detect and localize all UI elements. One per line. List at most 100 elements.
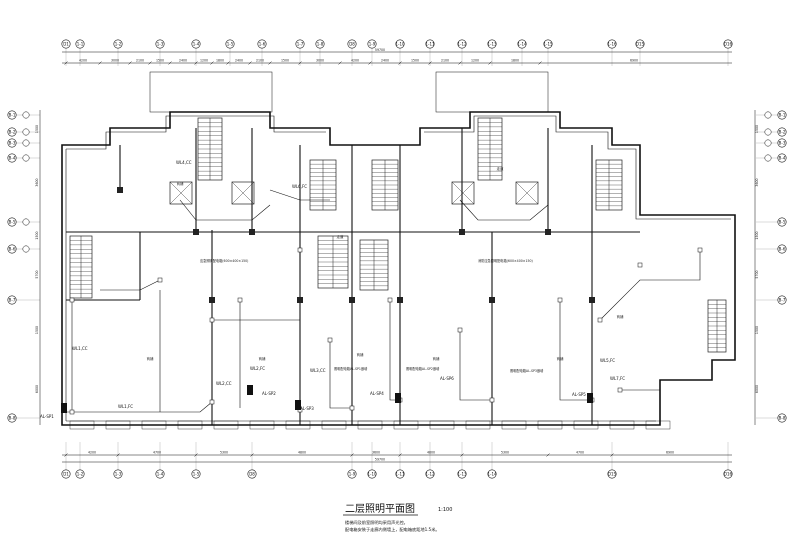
axis-top-20-circle: [723, 39, 733, 49]
room-label-3: 商铺: [357, 352, 364, 357]
axis-right-4-circle: [777, 153, 787, 163]
circuit-run-11: [599, 250, 701, 321]
dim-top-1: 4200: [79, 59, 87, 63]
axis-top-11-label: 1-9: [369, 41, 376, 46]
elevator-3: [451, 181, 475, 205]
axis-left-8-label: B-8: [9, 415, 16, 420]
dim-top-18: 6900: [630, 59, 638, 63]
dim-bottom-3: 5300: [220, 451, 228, 455]
dim-top-tick-16: [458, 61, 462, 65]
dim-top-12: 4200: [351, 59, 359, 63]
facade-window-214: [213, 420, 239, 430]
dim-bottom-7: 5300: [501, 451, 509, 455]
axis-bottom-3-label: 1-3: [115, 471, 122, 476]
circuit-label-10: AL-SP1: [40, 414, 54, 419]
axis-top-13-circle: [425, 39, 435, 49]
elevator-1-cross-b: [169, 181, 193, 205]
axis-left-2-label: B-2: [9, 129, 16, 134]
drawing-note-2: 配电箱安装于走廊内侧墙上，配电箱底距地1.5米。: [345, 526, 440, 533]
axis-right-4-label: B-4: [779, 155, 786, 160]
axis-left-6-circle: [7, 244, 17, 254]
circuit-label-6: WL2,FC: [250, 366, 265, 371]
circuit-run-15: [100, 279, 161, 291]
axis-bottom-10-circle: [425, 469, 435, 479]
elevator-4: [515, 181, 539, 205]
facade-window-646: [645, 420, 671, 430]
axis-top-5-label: 1-4: [193, 41, 200, 46]
axis-bottom-5-label: 1-5: [193, 471, 200, 476]
axis-top-19-circle: [635, 39, 645, 49]
circuit-label-12: AL-SP3: [300, 406, 314, 411]
axis-bottom-14-circle: [723, 469, 733, 479]
light-fixture-2: [157, 277, 163, 283]
room-and-circuit-labels: 商铺商铺商铺商铺商铺商铺商铺走道走道WL1,CCWL2,CCWL3,CCWL4,…: [40, 160, 625, 419]
distribution-panel-4: [587, 393, 593, 403]
distribution-panel-2: [295, 400, 301, 410]
axis-bottom-10-label: 1-12: [425, 471, 435, 476]
axis-left-inner-3: [22, 139, 30, 147]
axis-right-7-circle: [777, 295, 787, 305]
dim-bottom-8: 4700: [576, 451, 584, 455]
axis-left-6-label: B-6: [9, 246, 16, 251]
dim-top-6: 1200: [200, 59, 208, 63]
axis-bottom-6-circle: [247, 469, 257, 479]
dim-left-5: 1500: [35, 326, 39, 334]
axis-bottom-13-label: D15: [608, 471, 617, 476]
dim-top-tick-3: [128, 61, 132, 65]
dim-top-8: 2400: [235, 59, 243, 63]
axis-bottom-8-label: 1-10: [367, 471, 377, 476]
circuit-run-14: [459, 199, 549, 221]
axis-bottom-2-label: 1-2: [77, 471, 84, 476]
axis-left-inner-4: [22, 154, 30, 162]
axis-left-1-label: B-1: [9, 112, 16, 117]
panel-note-1: 照明配电箱AL-SP1嵌墙: [334, 366, 368, 371]
circuit-label-14: AL-SP5: [572, 392, 586, 397]
room-label-8: 走道: [337, 234, 344, 239]
dim-bottom-6: 4800: [427, 451, 435, 455]
dim-top-tick-14: [398, 61, 402, 65]
room-label-5: 商铺: [557, 356, 564, 361]
axis-right-inner-1: [764, 111, 772, 119]
axis-top-4-label: 1-3: [157, 41, 164, 46]
axis-right-inner-3: [764, 139, 772, 147]
dim-top-tick-12: [338, 61, 342, 65]
panel-note-3: 照明配电箱AL-SP3嵌墙: [510, 368, 544, 373]
axis-bottom-7-circle: [347, 469, 357, 479]
distribution-panel-1: [61, 403, 67, 413]
dim-bottom-tick-9: [610, 453, 614, 457]
column-6: [397, 297, 403, 303]
axis-bottom-11-circle: [457, 469, 467, 479]
dim-top-tick-9: [248, 61, 252, 65]
dim-right-4: 5700: [755, 270, 759, 278]
column-9: [589, 297, 595, 303]
axis-top-16-circle: [517, 39, 527, 49]
dim-top-tick-15: [428, 61, 432, 65]
dim-left-2: 3600: [35, 178, 39, 186]
dim-top-13: 2400: [381, 59, 389, 63]
axis-bottom-4-circle: [155, 469, 165, 479]
light-fixture-9: [557, 297, 563, 303]
dim-top-tick-18: [538, 61, 542, 65]
axis-top-15-circle: [487, 39, 497, 49]
equipment-note-2: 消防应急照明配电箱(600×400×150): [478, 258, 533, 263]
facade-window-322: [321, 420, 347, 430]
axis-right-inner-4: [764, 154, 772, 162]
dim-top-10: 1500: [281, 59, 289, 63]
axis-top-10-label: D8: [349, 41, 355, 46]
dim-bottom-tick-5: [350, 453, 354, 457]
dim-bottom-tick-6: [398, 453, 402, 457]
dim-top-tick-4: [148, 61, 152, 65]
light-fixture-3: [209, 317, 215, 323]
light-fixture-6: [327, 337, 333, 343]
axis-top-12-label: 1-10: [395, 41, 405, 46]
elevator-1: [169, 181, 193, 205]
circuit-label-1: WL1,CC: [72, 346, 88, 351]
lighting-circuit-wiring: [61, 189, 703, 415]
circuit-run-16: [269, 189, 330, 201]
axis-right-6-circle: [777, 244, 787, 254]
column-4: [297, 297, 303, 303]
axis-top-18-circle: [607, 39, 617, 49]
axis-bottom-9-circle: [395, 469, 405, 479]
axis-left-7-label: B-7: [9, 297, 16, 302]
